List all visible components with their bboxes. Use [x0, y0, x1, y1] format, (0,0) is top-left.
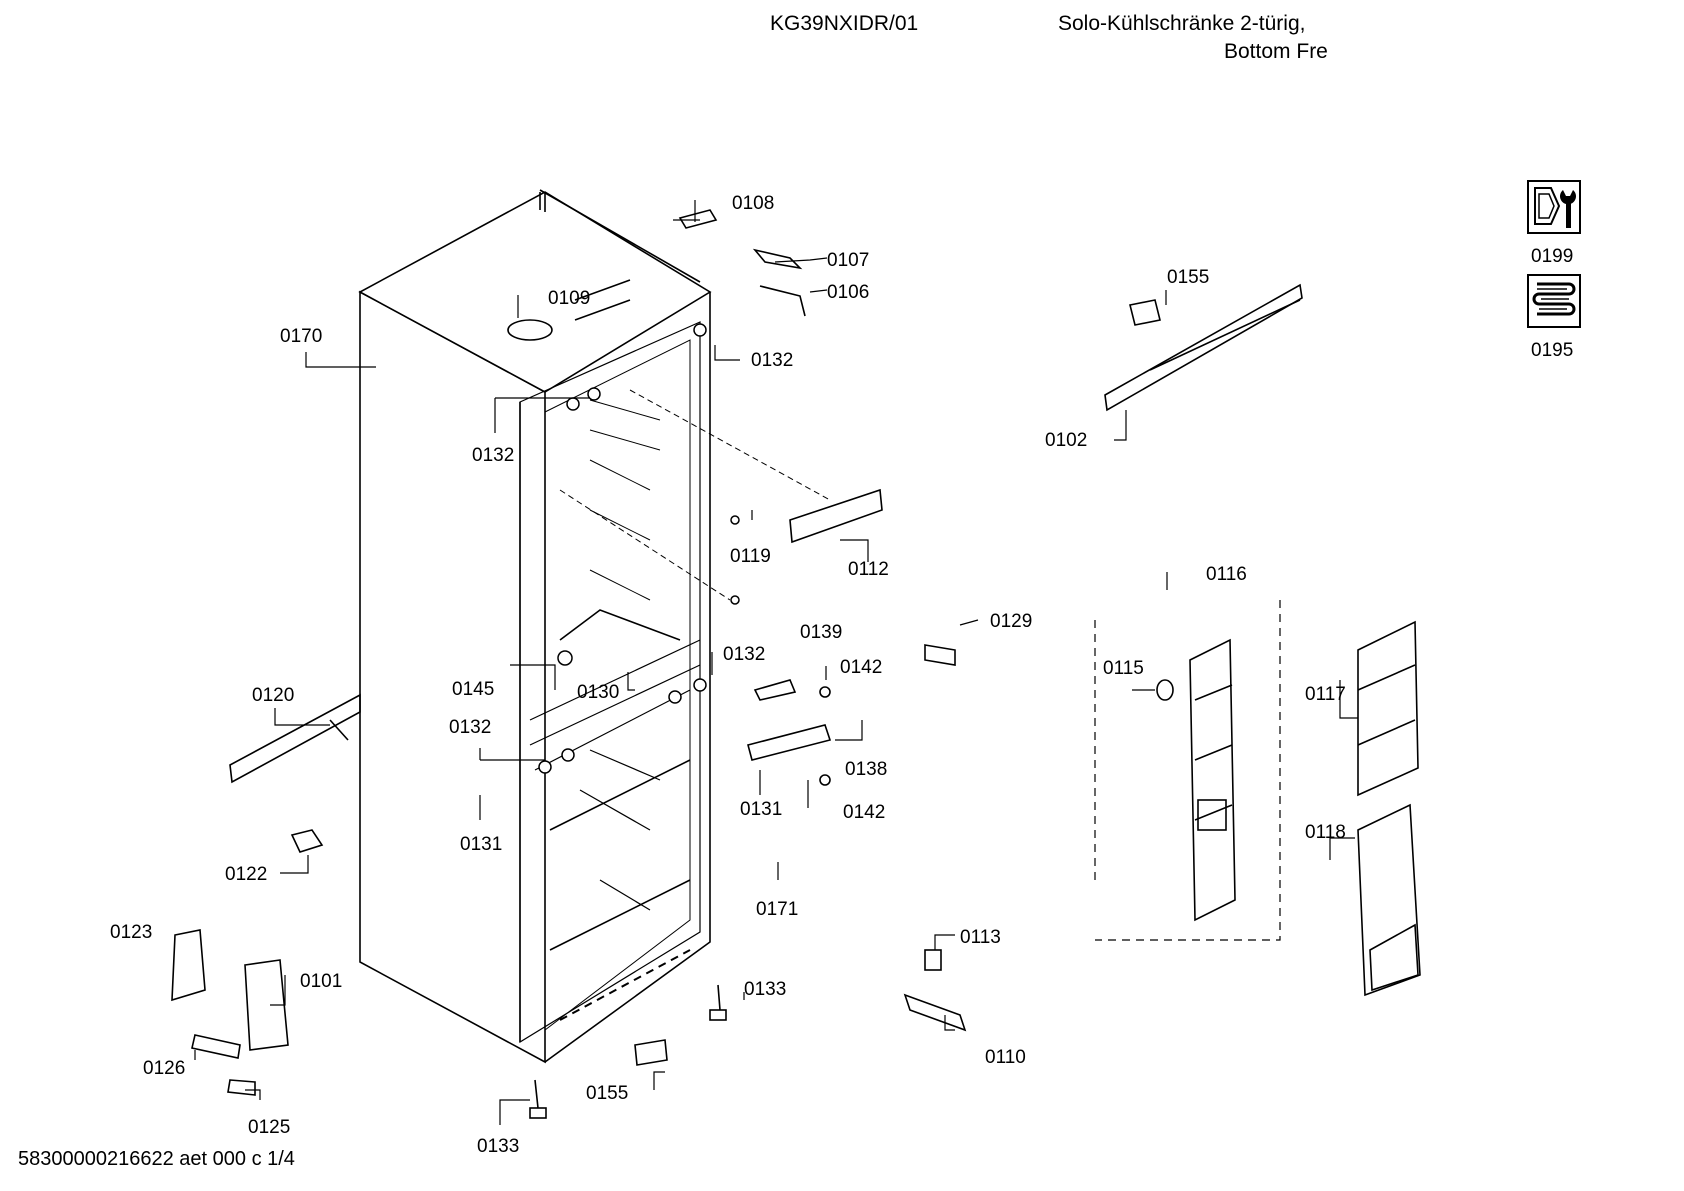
label-0113: 0113	[960, 927, 1001, 948]
cabinet-body	[359, 290, 546, 1064]
label-0138: 0138	[845, 759, 887, 780]
part-0118	[1357, 803, 1421, 997]
label-0142-bottom: 0142	[843, 802, 885, 823]
label-0129: 0129	[990, 611, 1032, 632]
icon-label-0199: 0199	[1531, 246, 1574, 267]
label-0155-bottom: 0155	[586, 1083, 628, 1104]
refrigeration-coil-icon	[1527, 274, 1581, 328]
label-0101: 0101	[300, 971, 342, 992]
label-0132-top: 0132	[751, 350, 793, 371]
label-0123: 0123	[110, 922, 152, 943]
label-0145: 0145	[452, 679, 494, 700]
label-0131-right: 0131	[740, 799, 782, 820]
part-0116-box	[1094, 600, 1281, 941]
label-0132-lower: 0132	[449, 717, 491, 738]
label-0122: 0122	[225, 864, 267, 885]
label-0155-top: 0155	[1167, 267, 1209, 288]
part-0117	[1357, 620, 1419, 797]
label-0132-mid: 0132	[723, 644, 765, 665]
label-0170: 0170	[280, 326, 322, 347]
description-line-1: Solo-Kühlschränke 2-türig,	[1058, 12, 1306, 35]
label-0133-bottom: 0133	[477, 1136, 519, 1157]
service-wrench-icon	[1527, 180, 1581, 234]
label-0119: 0119	[730, 546, 771, 567]
label-0109: 0109	[548, 288, 590, 309]
label-0116: 0116	[1206, 564, 1247, 585]
label-0130: 0130	[577, 682, 619, 703]
label-0139: 0139	[800, 622, 842, 643]
label-0110: 0110	[985, 1047, 1026, 1068]
label-0115: 0115	[1103, 658, 1144, 679]
document-id: 58300000216622 aet 000 c 1/4	[18, 1148, 295, 1170]
label-0131-left: 0131	[460, 834, 502, 855]
label-0142-top: 0142	[840, 657, 882, 678]
label-0117: 0117	[1305, 684, 1346, 705]
label-0133-mid: 0133	[744, 979, 786, 1000]
label-0102: 0102	[1045, 430, 1087, 451]
part-0102	[1104, 283, 1303, 412]
label-0125: 0125	[248, 1117, 290, 1138]
label-0171: 0171	[756, 899, 798, 920]
cabinet-top	[358, 191, 712, 393]
model-number: KG39NXIDR/01	[770, 12, 919, 35]
label-0126: 0126	[143, 1058, 185, 1079]
label-0108: 0108	[732, 193, 774, 214]
part-0120	[229, 693, 361, 784]
label-0120: 0120	[252, 685, 294, 706]
icon-label-0195: 0195	[1531, 340, 1574, 361]
label-0132-left: 0132	[472, 445, 514, 466]
description-line-2: Bottom Fre	[1224, 40, 1328, 62]
label-0112: 0112	[848, 559, 889, 580]
label-0107: 0107	[827, 250, 869, 271]
label-0118: 0118	[1305, 822, 1346, 843]
label-0106: 0106	[827, 282, 869, 303]
